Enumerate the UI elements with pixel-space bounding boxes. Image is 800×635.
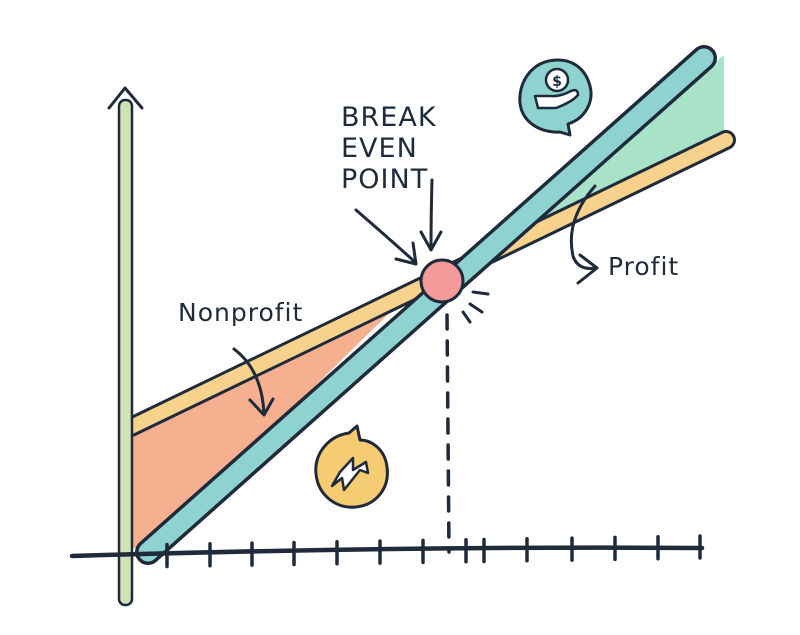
x-axis-ticks bbox=[165, 534, 702, 569]
arrow-vertical bbox=[429, 178, 434, 250]
hand-dollar-coin-icon: $ bbox=[518, 58, 593, 137]
break-even-label-line1: BREAK bbox=[341, 102, 437, 133]
nonprofit-label: Nonprofit bbox=[178, 298, 303, 327]
arrow-diagonal bbox=[354, 208, 417, 264]
profit-arrow bbox=[569, 184, 599, 285]
y-axis-arrowhead bbox=[107, 86, 144, 110]
break-even-point bbox=[419, 258, 490, 324]
svg-text:$: $ bbox=[552, 74, 562, 90]
downward-arrow-icon bbox=[314, 424, 389, 509]
break-even-label-line3: POINT bbox=[341, 164, 428, 195]
revenue-line bbox=[135, 45, 717, 565]
nonprofit-region bbox=[131, 283, 420, 548]
break-even-label-line2: EVEN bbox=[341, 133, 418, 164]
x-axis bbox=[69, 534, 705, 569]
profit-label: Profit bbox=[608, 252, 679, 281]
y-axis bbox=[107, 86, 144, 607]
break-even-arrows bbox=[354, 178, 443, 266]
break-even-dashed-line bbox=[445, 313, 451, 554]
nonprofit-arrow bbox=[232, 347, 275, 417]
emphasis-marks bbox=[461, 290, 490, 324]
